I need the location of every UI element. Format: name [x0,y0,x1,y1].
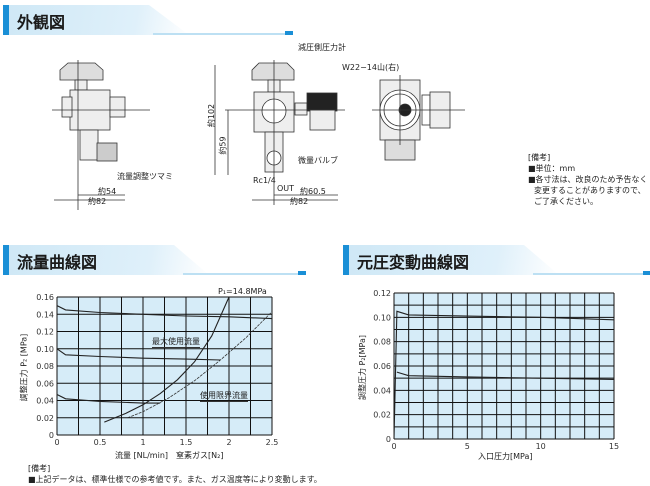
max-flow-label: 最大使用流量 [152,337,200,348]
x-tick-label: 0 [391,442,396,451]
thread-label: W22−14山(右) [342,63,400,72]
limit-flow-label: 使用限界流量 [200,391,248,402]
x-tick-label: 2.5 [266,438,279,447]
x-tick-label: 15 [609,442,619,451]
dim-82-side: 約82 [290,197,309,206]
y-tick-label: 0.06 [373,362,391,371]
p1-annotation: P₁=14.8MPa [218,287,267,296]
y-tick-label: 0.06 [36,379,54,388]
front-view-drawing [52,60,150,210]
y-tick-label: 0.02 [373,411,391,420]
x-tick-label: 10 [536,442,546,451]
section-header-flow: 流量曲線図 [3,245,306,275]
dim-60-5: 約60.5 [300,187,326,196]
dim-82-front: 約82 [88,197,107,206]
y-tick-label: 0.02 [36,414,54,423]
x-tick-label: 1 [140,438,145,447]
series-line [56,305,273,320]
x-tick-label: 0 [54,438,59,447]
y-tick-label: 0 [49,431,54,440]
dim-54: 約54 [98,187,117,196]
flow-ylabel: 調整圧力 P₂ [MPa] [19,333,29,402]
y-tick-label: 0.08 [373,338,391,347]
section-title: 元圧変動曲線図 [357,253,470,272]
notes-line: 変更することがありますので、 [534,186,646,195]
port-label: Rc1/4 [253,176,276,185]
flow-xlabel: 流量 [NL/min] 窒素ガス[N₂] [115,451,224,460]
notes-line: ■各寸法は、改良のため予告なく [528,175,648,184]
series-line [104,296,230,423]
flow-chart: 0 0.5 1 1.5 2 2.5 0 0.02 0.04 0.06 0.08 0.10 0.12 0.1… [36,293,279,447]
top-view-drawing [372,75,465,161]
y-tick-label: 0.12 [36,328,54,337]
valve-label: 微量バルブ [298,156,338,165]
y-tick-label: 0.04 [373,386,391,395]
y-tick-label: 0.10 [36,345,54,354]
knob-label: 流量調整ツマミ [117,172,173,181]
x-tick-label: 1.5 [180,438,193,447]
side-view-drawing [214,60,345,205]
series-line [127,311,273,419]
y-tick-label: 0.04 [36,397,54,406]
series-line [393,310,615,440]
x-tick-label: 2 [226,438,231,447]
section-title: 流量曲線図 [17,253,98,272]
section-header-inlet: 元圧変動曲線図 [343,245,650,275]
section-header-exterior: 外観図 [3,5,293,35]
series-line [56,348,221,361]
inlet-xlabel: 入口圧力[MPa] [478,452,533,461]
notes-unit: ■単位：mm [528,164,576,173]
series-line [396,371,615,380]
notes-heading: [備考] [528,153,551,162]
series-line [56,394,161,404]
y-tick-label: 0.08 [36,362,54,371]
exterior-drawings [52,60,465,210]
flow-notes-text: ■上記データは、標準仕様での参考値です。また、ガス温度等により変動します。 [28,475,322,484]
section-title: 外観図 [17,13,66,32]
x-tick-label: 5 [465,442,470,451]
x-tick-label: 0.5 [94,438,107,447]
y-tick-label: 0.10 [373,313,391,322]
out-label: OUT [277,184,295,193]
inlet-ylabel: 調整圧力 P₂[MPa] [358,334,368,401]
y-tick-label: 0 [386,435,391,444]
y-tick-label: 0.14 [36,310,54,319]
y-tick-label: 0.16 [36,293,54,302]
notes-line: ご了承ください。 [534,197,598,206]
y-tick-label: 0.12 [373,289,391,298]
gauge-label: 減圧側圧力計 [298,43,346,52]
flow-notes-heading: [備考] [28,464,51,473]
